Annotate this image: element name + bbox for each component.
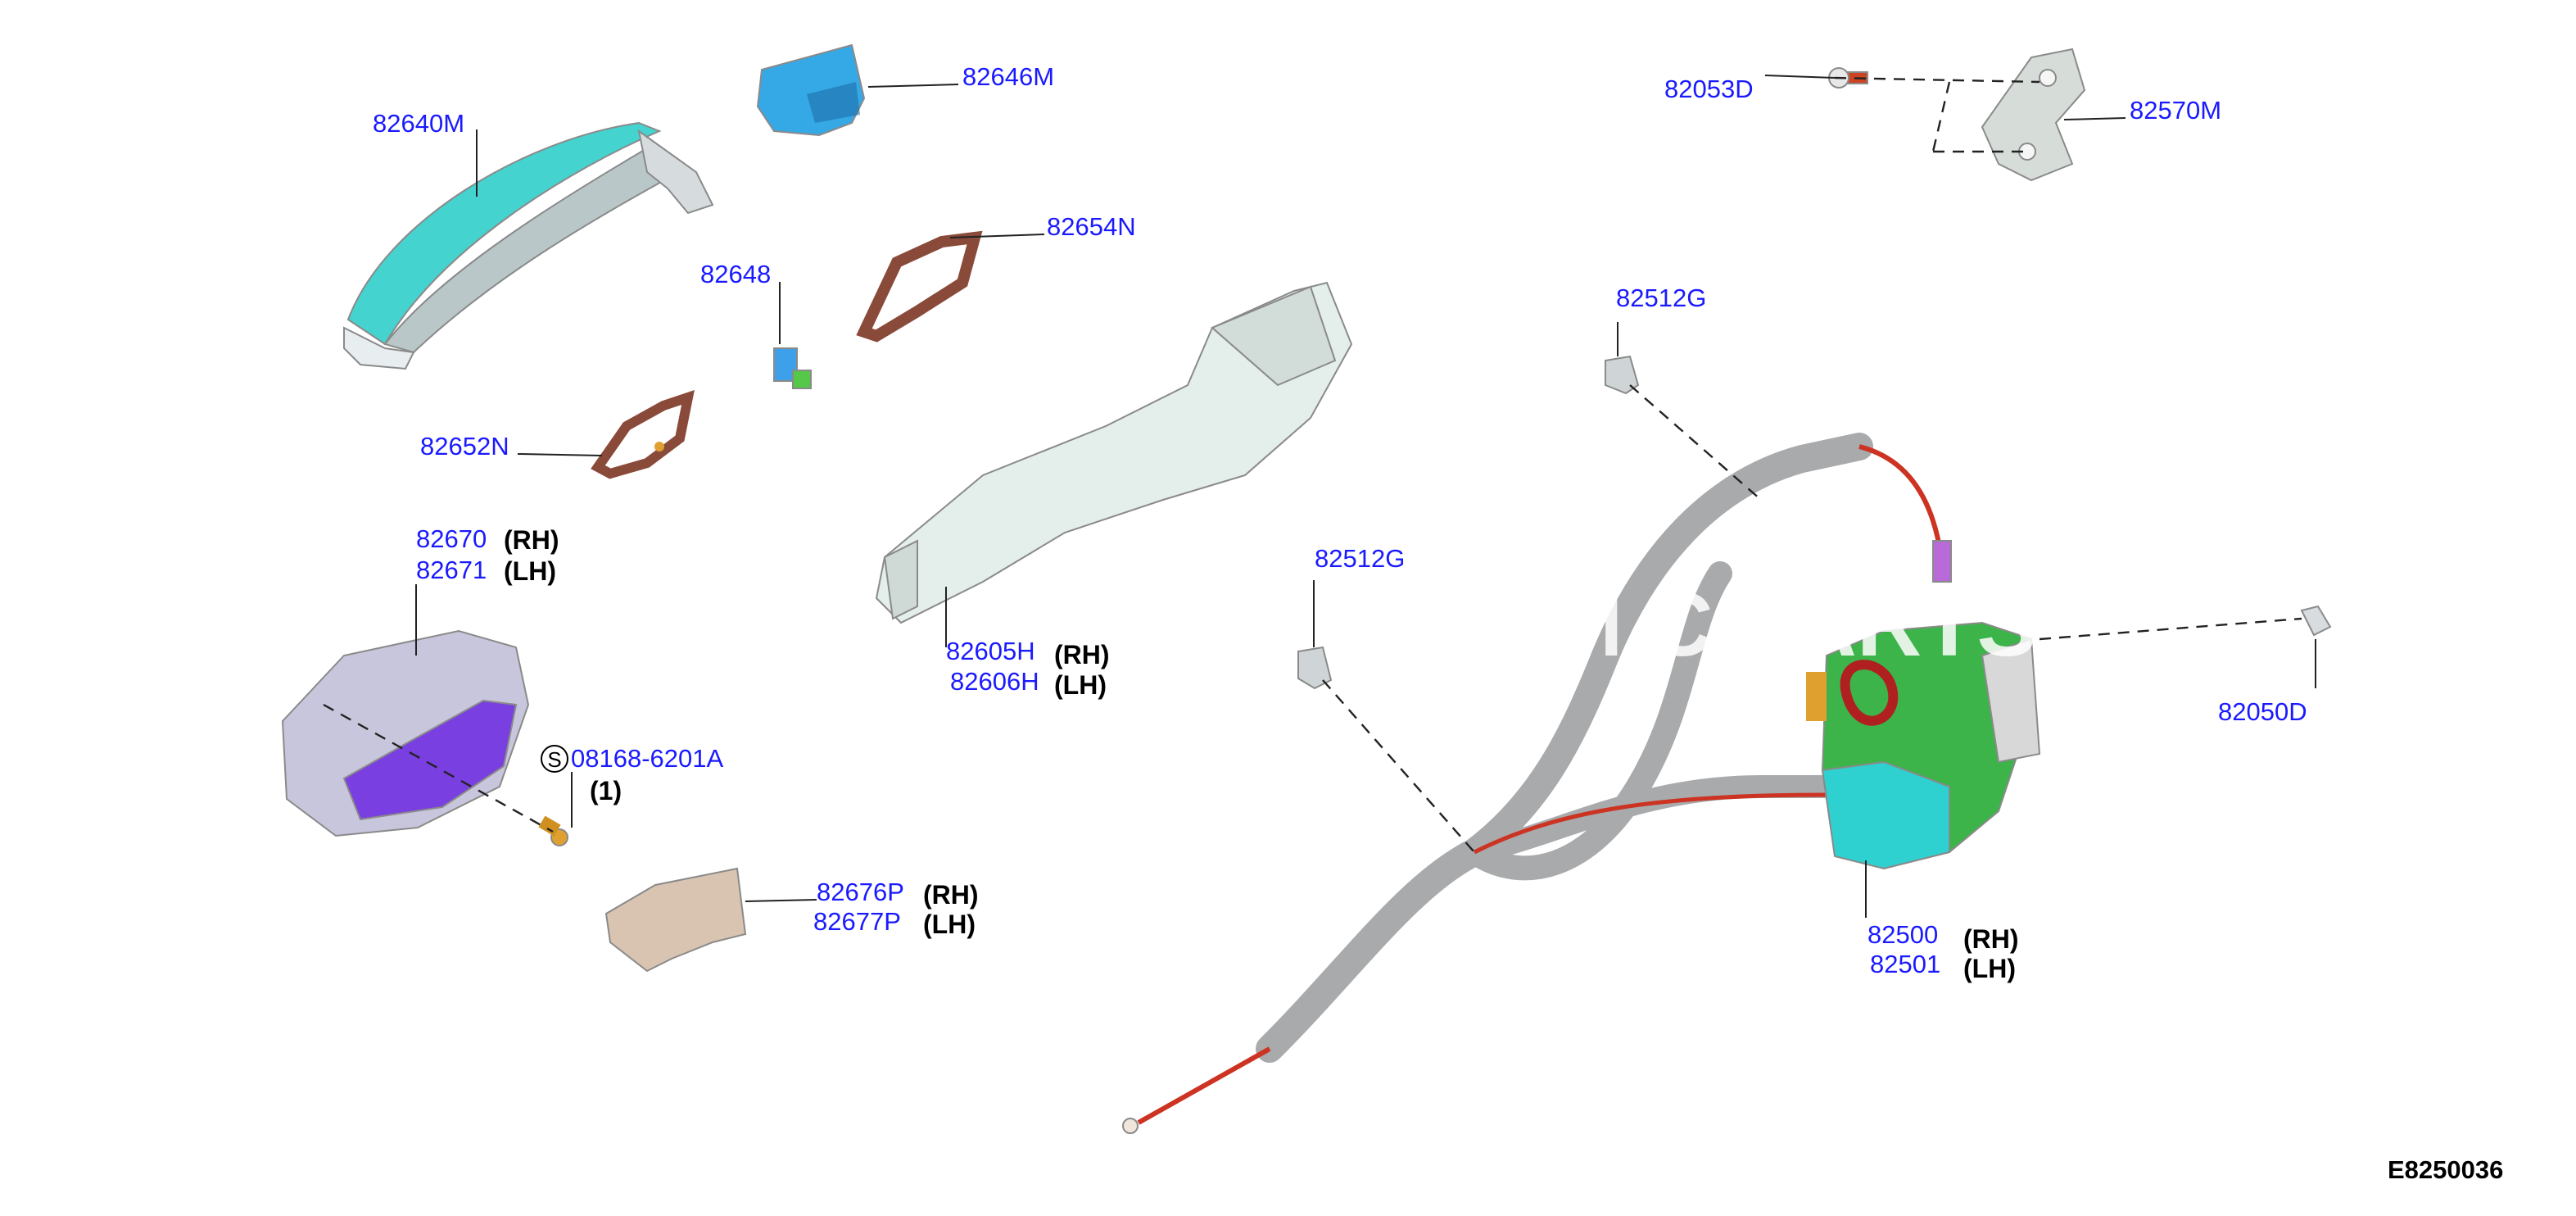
callout-82050D[interactable]: 82050D <box>2218 697 2307 726</box>
callout-82677P[interactable]: 82677P <box>813 907 901 936</box>
watermark-text: M C PARTS <box>1548 574 2037 675</box>
side-82671: (LH) <box>504 556 556 586</box>
protector-part[interactable] <box>604 867 747 973</box>
screw-symbol-icon: S <box>541 745 568 773</box>
handle-cover-part[interactable] <box>756 43 866 137</box>
callout-82605H[interactable]: 82605H <box>946 637 1035 665</box>
side-82676P: (RH) <box>923 880 979 910</box>
callout-82670[interactable]: 82670 <box>416 524 487 553</box>
qty-08168-6201A: (1) <box>590 776 622 805</box>
side-82606H: (LH) <box>1054 670 1107 700</box>
callout-82570M[interactable]: 82570M <box>2130 96 2221 125</box>
side-82501: (LH) <box>1963 954 2016 983</box>
callout-82640M[interactable]: 82640M <box>373 109 464 138</box>
callout-82606H[interactable]: 82606H <box>950 667 1039 696</box>
leader-lines <box>415 75 2316 918</box>
rear-gasket-part[interactable] <box>591 390 695 479</box>
outside-handle-part[interactable] <box>343 121 714 370</box>
figure-id: E8250036 <box>2388 1155 2503 1184</box>
callout-82501[interactable]: 82501 <box>1870 950 1940 978</box>
callout-08168-6201A[interactable]: 08168-6201A <box>571 744 723 773</box>
callout-82646M[interactable]: 82646M <box>962 62 1054 91</box>
clip-lower-part[interactable] <box>1297 646 1333 690</box>
callout-82053D[interactable]: 82053D <box>1664 75 1754 103</box>
front-gasket-part[interactable] <box>856 230 983 343</box>
sensor-part[interactable] <box>773 347 812 389</box>
callout-82512G-upper[interactable]: 82512G <box>1616 284 1706 312</box>
side-82670: (RH) <box>504 525 559 555</box>
side-82677P: (LH) <box>923 910 976 939</box>
screw-symbol-letter: S <box>547 747 561 772</box>
callout-82648[interactable]: 82648 <box>700 260 771 288</box>
callout-82676P[interactable]: 82676P <box>817 878 904 906</box>
callout-82512G-lower[interactable]: 82512G <box>1315 544 1405 573</box>
callout-82654N[interactable]: 82654N <box>1047 212 1136 241</box>
striker-part[interactable] <box>1981 48 2086 182</box>
cable-assembly-part[interactable] <box>1122 433 1952 1134</box>
side-82500: (RH) <box>1963 924 2019 954</box>
callout-82671[interactable]: 82671 <box>416 556 487 584</box>
screw-part[interactable] <box>538 815 568 846</box>
door-lock-actuator-part[interactable] <box>1806 621 2041 870</box>
dashed-lines <box>323 76 2302 853</box>
callout-82500[interactable]: 82500 <box>1867 920 1938 949</box>
callout-82652N[interactable]: 82652N <box>420 432 509 461</box>
clip-right-part[interactable] <box>2300 605 2332 637</box>
clip-upper-part[interactable] <box>1605 355 1640 395</box>
escutcheon-part[interactable] <box>281 629 530 837</box>
handle-bracket-part[interactable] <box>875 281 1353 624</box>
side-82605H: (RH) <box>1054 640 1110 669</box>
